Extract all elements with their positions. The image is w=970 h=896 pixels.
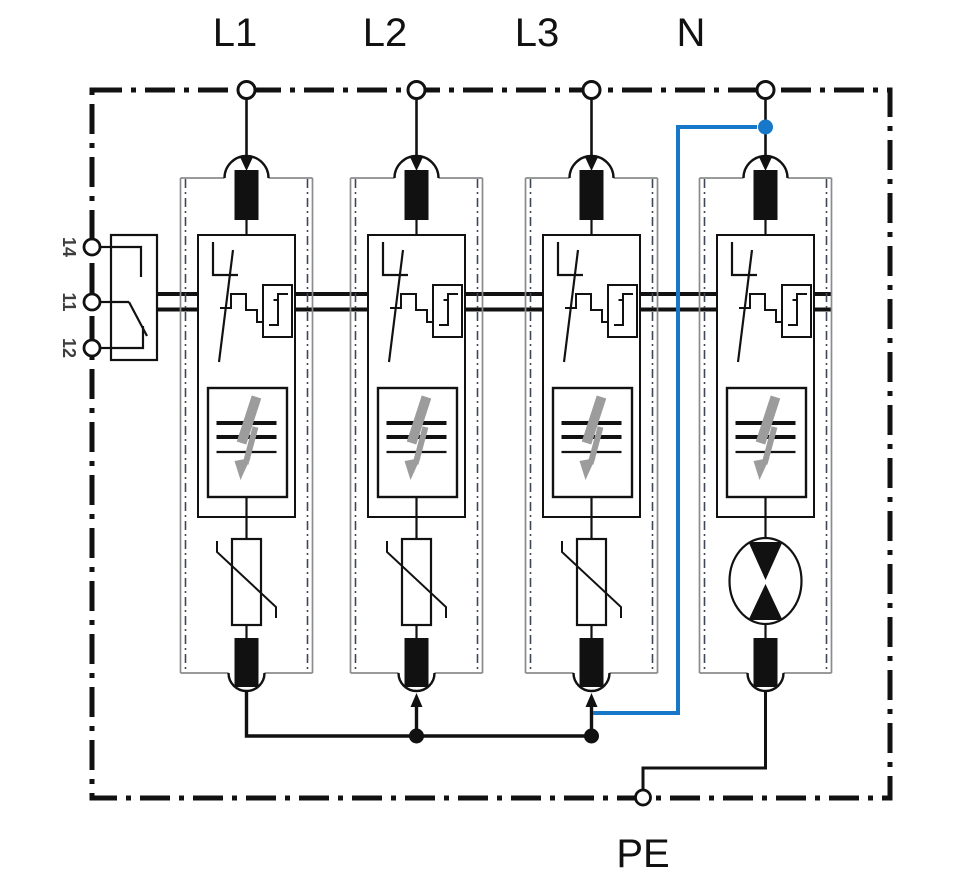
trigger-step-icon <box>614 293 633 326</box>
trip-linkage-step <box>739 293 782 323</box>
junction-dot <box>584 728 599 744</box>
down-arrowhead <box>585 157 598 171</box>
lightning-arrow-icon <box>236 395 262 445</box>
lightning-arrowhead <box>753 458 770 480</box>
down-arrowhead <box>410 157 423 171</box>
lightning-arrow-icon <box>761 426 778 465</box>
up-arrowhead <box>410 693 423 707</box>
lightning-arrow-icon <box>242 426 259 465</box>
neutral-link <box>593 119 773 715</box>
pe-terminal-circle <box>634 788 652 807</box>
neutral-link-wire <box>593 125 757 715</box>
lightning-arrow-icon <box>587 426 604 465</box>
module-L1 <box>179 98 314 693</box>
terminal-block-top <box>404 170 429 220</box>
remote-terminal-circle-11 <box>82 292 102 312</box>
terminal-block-bottom <box>404 638 429 687</box>
remote-terminal-circle-14 <box>82 237 102 257</box>
lightning-arrow-icon <box>755 395 781 445</box>
line-terminal-circle-N <box>755 80 776 100</box>
line-terminal-circle-L1 <box>236 80 257 100</box>
phase-label-l3: L3 <box>515 11 560 55</box>
contact-12-path <box>111 326 145 350</box>
module-N <box>698 98 833 693</box>
phase-label-l1: L1 <box>213 11 258 55</box>
spark-gap-icon <box>206 386 289 499</box>
varistor-icon <box>400 537 433 627</box>
trigger-step-icon <box>788 293 807 326</box>
line-terminal-circle-L3 <box>581 80 602 100</box>
disconnector-blade <box>387 249 405 363</box>
spark-gap-icon <box>551 386 634 499</box>
remote-terminal-label-14: 14 <box>59 237 79 257</box>
collector-wire <box>244 691 592 738</box>
remote-terminal-label-11: 11 <box>59 292 79 311</box>
plug-contact-arc-bottom <box>572 672 611 693</box>
terminal-block-bottom <box>753 638 778 687</box>
neutral-junction-dot <box>758 119 773 135</box>
trip-linkage-step <box>390 293 433 323</box>
up-arrowhead <box>585 693 598 707</box>
enclosure-border <box>89 87 893 801</box>
n-to-pe-wire <box>641 691 767 789</box>
earth-collector-wiring <box>244 691 767 789</box>
down-arrowhead <box>759 157 772 171</box>
trigger-step-icon <box>439 293 458 326</box>
junction-dot <box>409 728 424 744</box>
varistor-icon <box>230 537 263 627</box>
pe-label: PE <box>616 832 669 876</box>
trigger-step-icon <box>269 293 288 326</box>
lightning-arrow-icon <box>581 395 607 445</box>
terminal-block-bottom <box>234 638 259 687</box>
varistor-strike <box>386 541 447 618</box>
contact-14-path <box>111 245 143 277</box>
disconnector-blade <box>562 249 580 363</box>
terminal-block-top <box>579 170 604 220</box>
module-L2 <box>349 98 484 693</box>
remote-signal-contact <box>100 233 159 362</box>
terminal-block-top <box>753 170 778 220</box>
lightning-arrow-icon <box>412 426 429 465</box>
disconnector-blade <box>217 249 235 363</box>
terminal-block-bottom <box>579 638 604 687</box>
lightning-arrow-icon <box>406 395 432 445</box>
trip-linkage-step <box>565 293 608 323</box>
terminal-block-top <box>234 170 259 220</box>
disconnector-blade <box>736 249 754 363</box>
spark-gap-icon <box>376 386 459 499</box>
remote-terminal-circle-12 <box>82 338 102 358</box>
varistor-icon <box>575 537 608 627</box>
gdt-triangle-down <box>748 542 783 580</box>
trip-linkage-step <box>220 293 263 323</box>
varistor-strike <box>216 541 277 618</box>
lightning-arrowhead <box>579 458 596 480</box>
varistor-strike <box>561 541 622 618</box>
line-terminal-circle-L2 <box>406 80 427 100</box>
remote-contact-box <box>109 233 159 362</box>
spark-gap-icon <box>725 386 808 499</box>
down-arrowhead <box>240 157 253 171</box>
gdt-triangle-up <box>748 584 783 620</box>
lightning-arrowhead <box>404 458 421 480</box>
phase-label-n: N <box>677 11 706 55</box>
plug-contact-arc-bottom <box>397 672 436 693</box>
lightning-arrowhead <box>234 458 251 480</box>
module-L3 <box>524 98 659 693</box>
phase-label-l2: L2 <box>363 11 408 55</box>
remote-terminal-label-12: 12 <box>59 338 79 358</box>
